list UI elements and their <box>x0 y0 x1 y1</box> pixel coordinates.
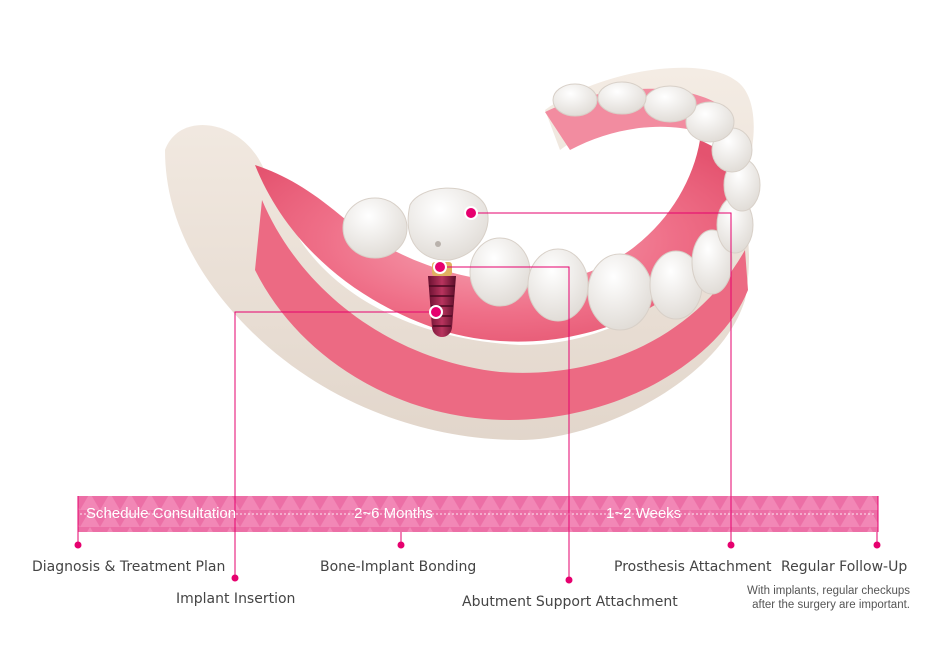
marker-dots <box>74 206 881 584</box>
dot-abutment-step <box>565 576 573 584</box>
timeline <box>77 496 879 532</box>
jaw-bone <box>165 67 754 441</box>
jaw-illustration <box>165 67 761 441</box>
step-abutment: Abutment Support Attachment <box>462 594 678 610</box>
connector-crown <box>471 212 732 544</box>
dot-abutment <box>433 260 447 274</box>
dot-crown <box>464 206 478 220</box>
note-line-2: after the surgery are important. <box>752 599 910 611</box>
segment-consultation: Schedule Consultation <box>86 505 237 522</box>
dot-bonding <box>397 541 405 549</box>
crown <box>407 187 489 261</box>
gum-front <box>255 200 748 420</box>
note-line-1: With implants, regular checkups <box>747 585 910 597</box>
dot-insertion <box>231 574 239 582</box>
step-diagnosis: Diagnosis & Treatment Plan <box>32 559 226 575</box>
dot-prosthesis <box>727 541 735 549</box>
step-bonding: Bone-Implant Bonding <box>320 559 477 575</box>
segment-months: 2~6 Months <box>354 505 433 522</box>
segment-weeks: 1~2 Weeks <box>606 505 682 522</box>
step-insertion: Implant Insertion <box>176 591 296 607</box>
step-followup: Regular Follow-Up <box>781 559 908 575</box>
dot-diagnosis <box>74 541 82 549</box>
step-prosthesis: Prosthesis Attachment <box>614 559 772 575</box>
dot-followup <box>873 541 881 549</box>
connectors <box>77 212 878 579</box>
followup-note: With implants, regular checkups after th… <box>747 584 910 612</box>
connector-abutment <box>440 266 570 579</box>
dot-implant <box>429 305 443 319</box>
teeth <box>342 81 761 331</box>
connector-implant <box>234 311 436 577</box>
